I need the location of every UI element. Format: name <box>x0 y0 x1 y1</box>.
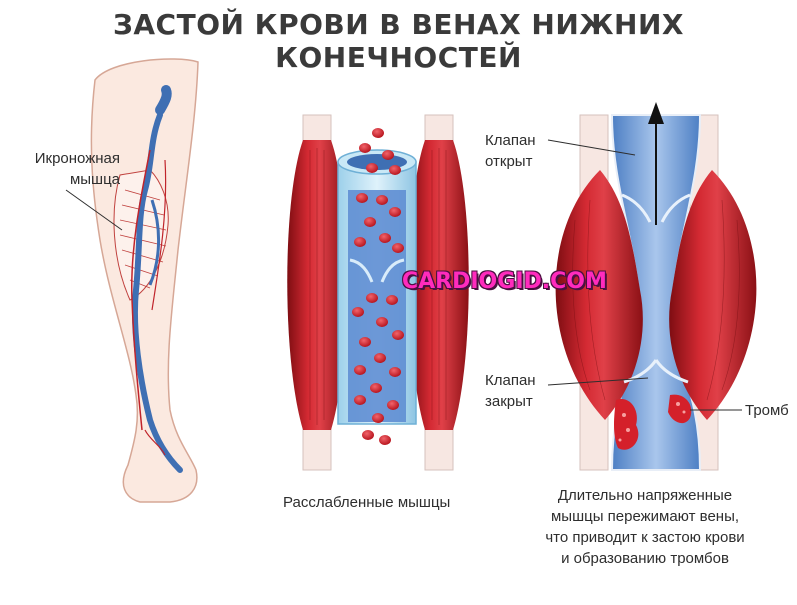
leg-illustration <box>65 58 199 503</box>
tense-muscles-illustration <box>547 102 757 471</box>
watermark: CARDIOGID.COM <box>402 269 607 294</box>
calf-muscle-label: Икроножная мышца <box>34 150 120 188</box>
relaxed-muscles-illustration <box>287 114 469 471</box>
valve-closed-label: Клапан закрыт <box>485 372 536 410</box>
valve-open-label: Клапан открыт <box>485 132 536 170</box>
relaxed-muscles-caption: Расслабленные мышцы <box>283 494 451 511</box>
page-title: ЗАСТОЙ КРОВИ В ВЕНАХ НИЖНИХ КОНЕЧНОСТЕЙ <box>112 8 685 74</box>
tense-muscles-caption: Длительно напряженные мышцы пережимают в… <box>545 487 745 567</box>
thrombus-label: Тромб <box>745 402 789 419</box>
